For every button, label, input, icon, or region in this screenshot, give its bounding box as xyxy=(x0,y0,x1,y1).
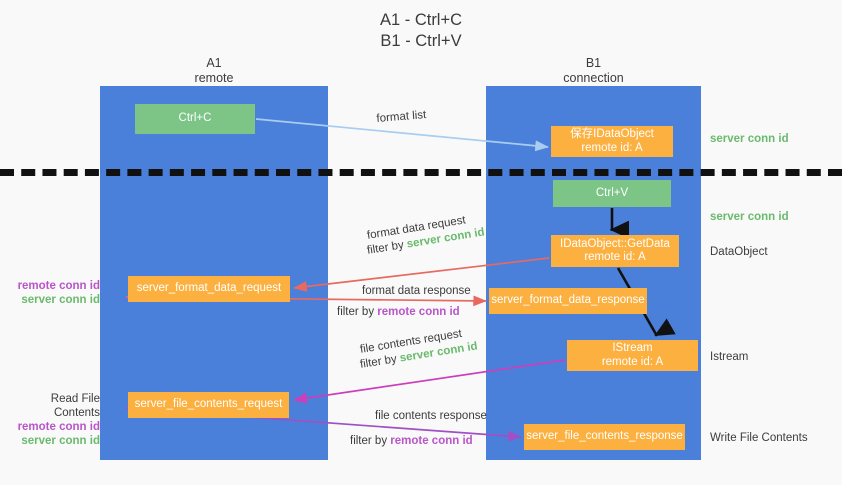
lane-header-b1: B1 connection xyxy=(486,56,701,85)
node-server-format-data-response[interactable]: server_format_data_response xyxy=(489,288,647,314)
node-istream-label: IStream xyxy=(612,342,653,354)
annotation-read-file-contents: Read File Contents xyxy=(50,393,100,419)
node-ctrl-c-label: Ctrl+C xyxy=(178,112,212,125)
filter-prefix: filter by xyxy=(337,306,378,318)
annotation-istream: Istream xyxy=(710,351,749,363)
node-server-file-contents-response[interactable]: server_file_contents_response xyxy=(524,424,685,450)
filter-key-remote-conn-id: remote conn id xyxy=(377,306,460,318)
node-server-file-contents-response-label: server_file_contents_response xyxy=(526,430,683,443)
lane-a1-name: A1 xyxy=(206,56,222,70)
edge-label-format-list: format list xyxy=(376,109,427,125)
page-title: A1 - Ctrl+C B1 - Ctrl+V xyxy=(0,10,842,52)
node-save-idataobject-label: 保存IDataObject xyxy=(570,128,654,140)
edge-label-file-contents-response: file contents response xyxy=(375,410,487,422)
lane-a1-role: remote xyxy=(194,70,234,85)
lane-b1-role: connection xyxy=(563,70,624,85)
node-ctrl-c[interactable]: Ctrl+C xyxy=(135,104,255,134)
edge-label-format-data-response: format data response xyxy=(362,285,471,297)
filter-prefix: filter by xyxy=(350,435,391,447)
node-ctrl-v-label: Ctrl+V xyxy=(595,186,629,199)
node-istream[interactable]: IStream remote id: A xyxy=(567,340,698,371)
node-idataobject-getdata-label: IDataObject::GetData xyxy=(560,237,670,250)
annotation-server-conn-id-mid: server conn id xyxy=(710,211,789,223)
annotation-write-file-contents: Write File Contents xyxy=(710,432,808,444)
node-server-format-data-request[interactable]: server_format_data_request xyxy=(128,276,290,302)
annotation-conn-ids-upper: remote conn id server conn id xyxy=(8,279,100,307)
phase-divider xyxy=(0,169,842,176)
node-idataobject-getdata-sub: remote id: A xyxy=(584,251,646,263)
edge-label-file-contents-response-filter: filter by remote conn id xyxy=(350,434,473,449)
node-server-file-contents-request-label: server_file_contents_request xyxy=(134,398,283,411)
annotation-dataobject: DataObject xyxy=(710,246,768,258)
node-save-idataobject-sub: remote id: A xyxy=(581,141,643,154)
node-idataobject-getdata[interactable]: IDataObject::GetData remote id: A xyxy=(551,235,679,267)
filter-key-remote-conn-id: remote conn id xyxy=(390,435,473,447)
node-istream-sub: remote id: A xyxy=(601,355,664,368)
node-server-file-contents-request[interactable]: server_file_contents_request xyxy=(128,392,289,418)
annotation-remote-conn-id: remote conn id xyxy=(17,280,100,292)
annotation-server-conn-id: server conn id xyxy=(21,435,100,447)
edge-label-format-data-response-filter: filter by remote conn id xyxy=(337,305,460,320)
annotation-conn-ids-lower: Read File Contents remote conn id server… xyxy=(8,392,100,448)
node-save-idataobject[interactable]: 保存IDataObject remote id: A xyxy=(551,126,673,157)
lane-b1-name: B1 xyxy=(585,56,602,70)
node-server-format-data-request-label: server_format_data_request xyxy=(136,282,282,295)
lane-header-a1: A1 remote xyxy=(100,56,328,85)
node-server-format-data-response-label: server_format_data_response xyxy=(491,294,645,307)
annotation-server-conn-id: server conn id xyxy=(21,294,100,306)
title-line-2: B1 - Ctrl+V xyxy=(380,32,462,50)
node-ctrl-v[interactable]: Ctrl+V xyxy=(553,180,671,207)
annotation-server-conn-id-top: server conn id xyxy=(710,133,789,145)
annotation-remote-conn-id: remote conn id xyxy=(17,421,100,433)
title-line-1: A1 - Ctrl+C xyxy=(379,11,463,29)
